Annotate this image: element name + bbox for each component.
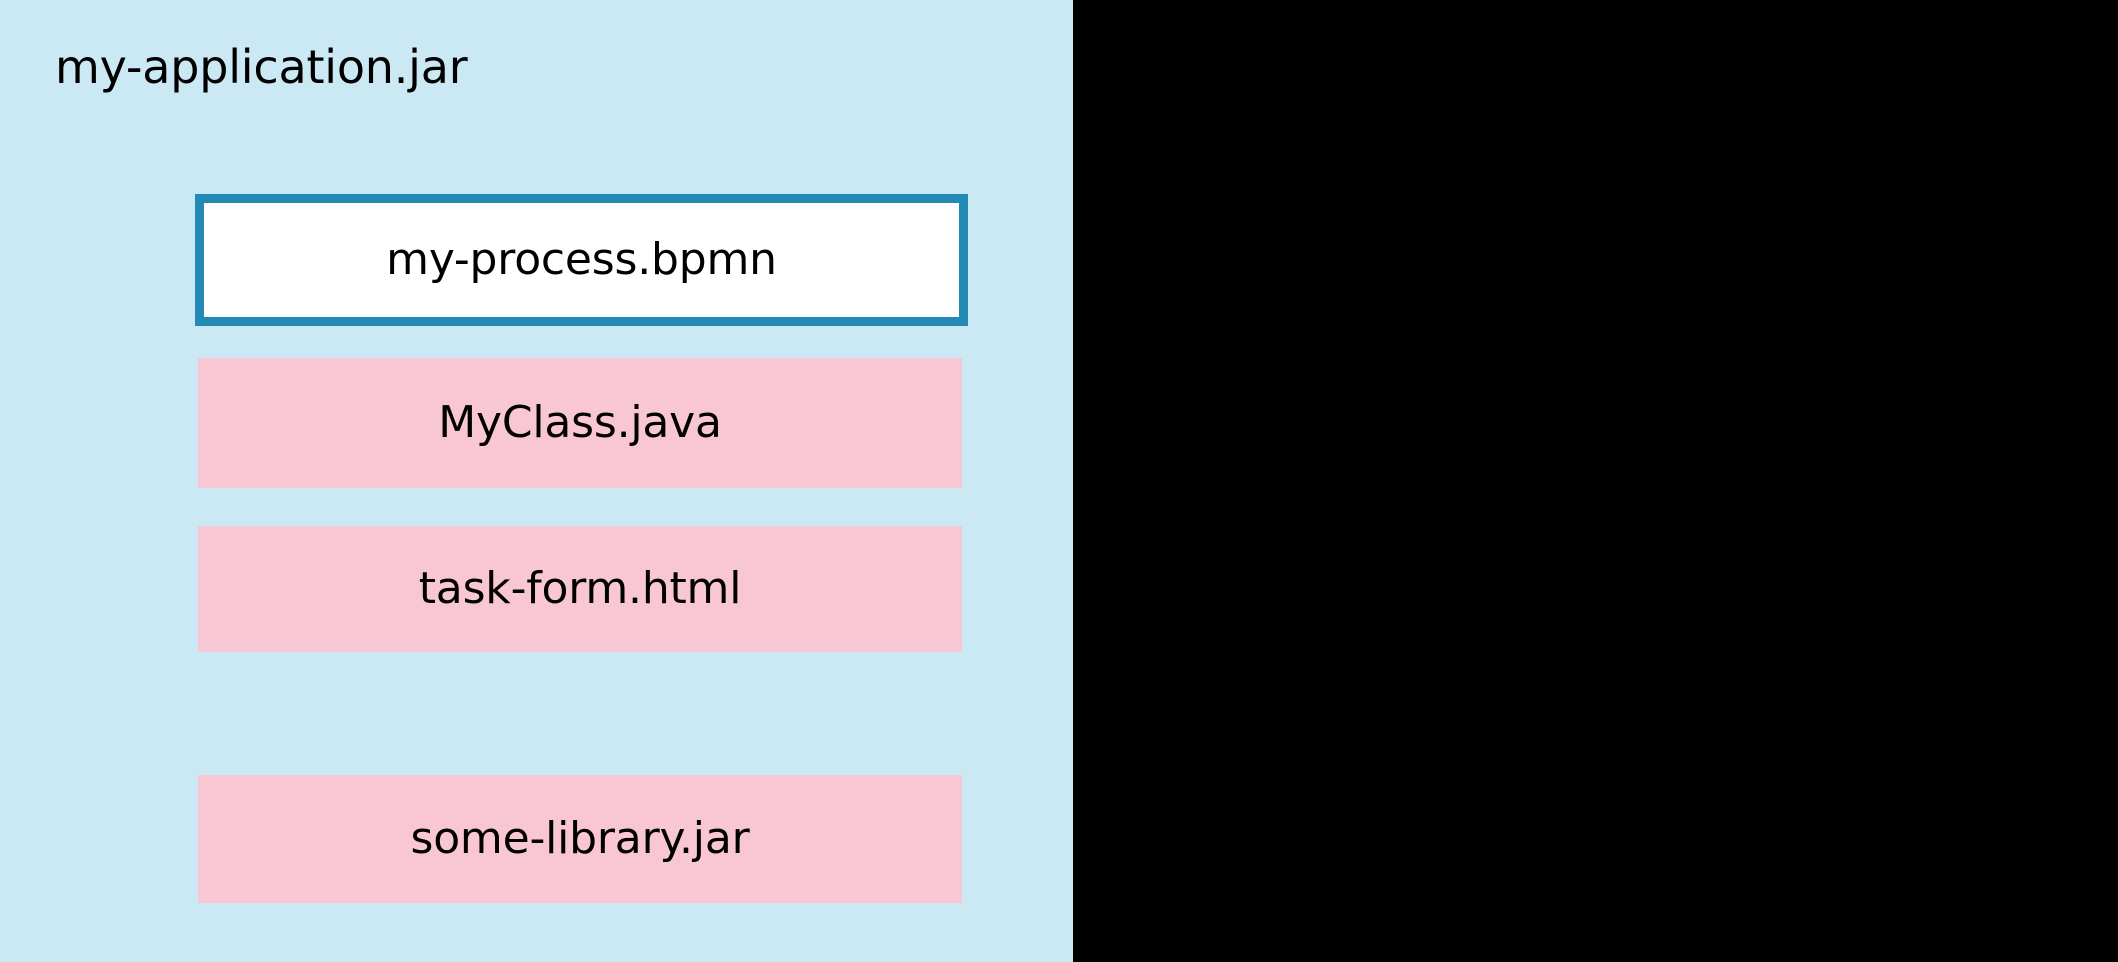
artifact-label: some-library.jar (410, 813, 750, 864)
artifact-box-some-library-jar[interactable]: some-library.jar (198, 775, 962, 903)
artifact-box-task-form-html[interactable]: task-form.html (198, 526, 962, 652)
artifact-box-my-process-bpmn[interactable]: my-process.bpmn (195, 194, 968, 326)
artifact-label: MyClass.java (438, 397, 722, 448)
artifact-box-myclass-java[interactable]: MyClass.java (198, 358, 962, 488)
application-jar-container: my-application.jar my-process.bpmn MyCla… (0, 0, 1073, 962)
artifact-label: my-process.bpmn (386, 234, 777, 285)
artifact-label: task-form.html (418, 563, 742, 614)
application-jar-label: my-application.jar (55, 40, 468, 94)
